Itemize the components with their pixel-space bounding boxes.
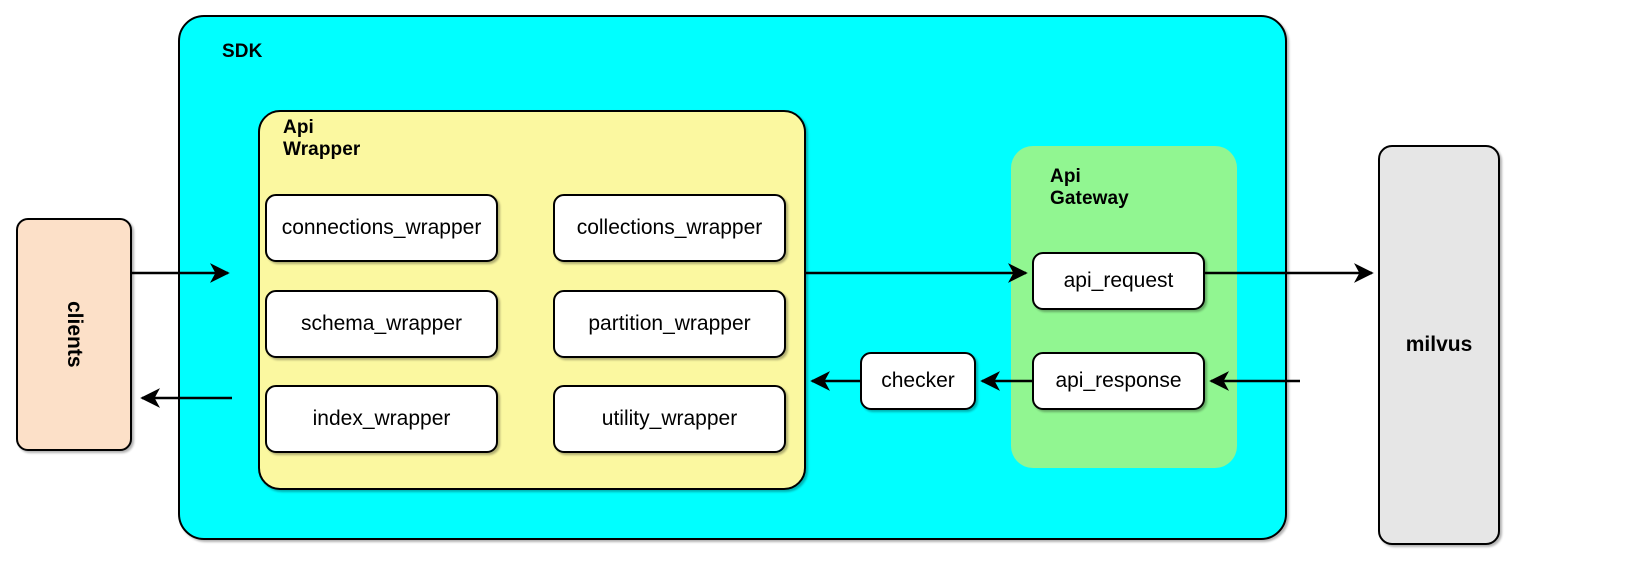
node-utility-wrapper[interactable]: utility_wrapper xyxy=(553,385,786,453)
node-api-request[interactable]: api_request xyxy=(1032,252,1205,310)
node-api-response[interactable]: api_response xyxy=(1032,352,1205,410)
node-schema-wrapper[interactable]: schema_wrapper xyxy=(265,290,498,358)
clients-label: clients xyxy=(63,301,86,368)
sdk-label: SDK xyxy=(222,41,263,62)
milvus-node[interactable]: milvus xyxy=(1378,145,1500,545)
node-partition-wrapper[interactable]: partition_wrapper xyxy=(553,290,786,358)
node-collections-wrapper[interactable]: collections_wrapper xyxy=(553,194,786,262)
clients-node[interactable]: clients xyxy=(16,218,132,451)
node-checker[interactable]: checker xyxy=(860,352,976,410)
api-wrapper-label: Api Wrapper xyxy=(283,117,361,161)
api-gateway-label: Api Gateway xyxy=(1050,166,1129,210)
node-connections-wrapper[interactable]: connections_wrapper xyxy=(265,194,498,262)
node-index-wrapper[interactable]: index_wrapper xyxy=(265,385,498,453)
